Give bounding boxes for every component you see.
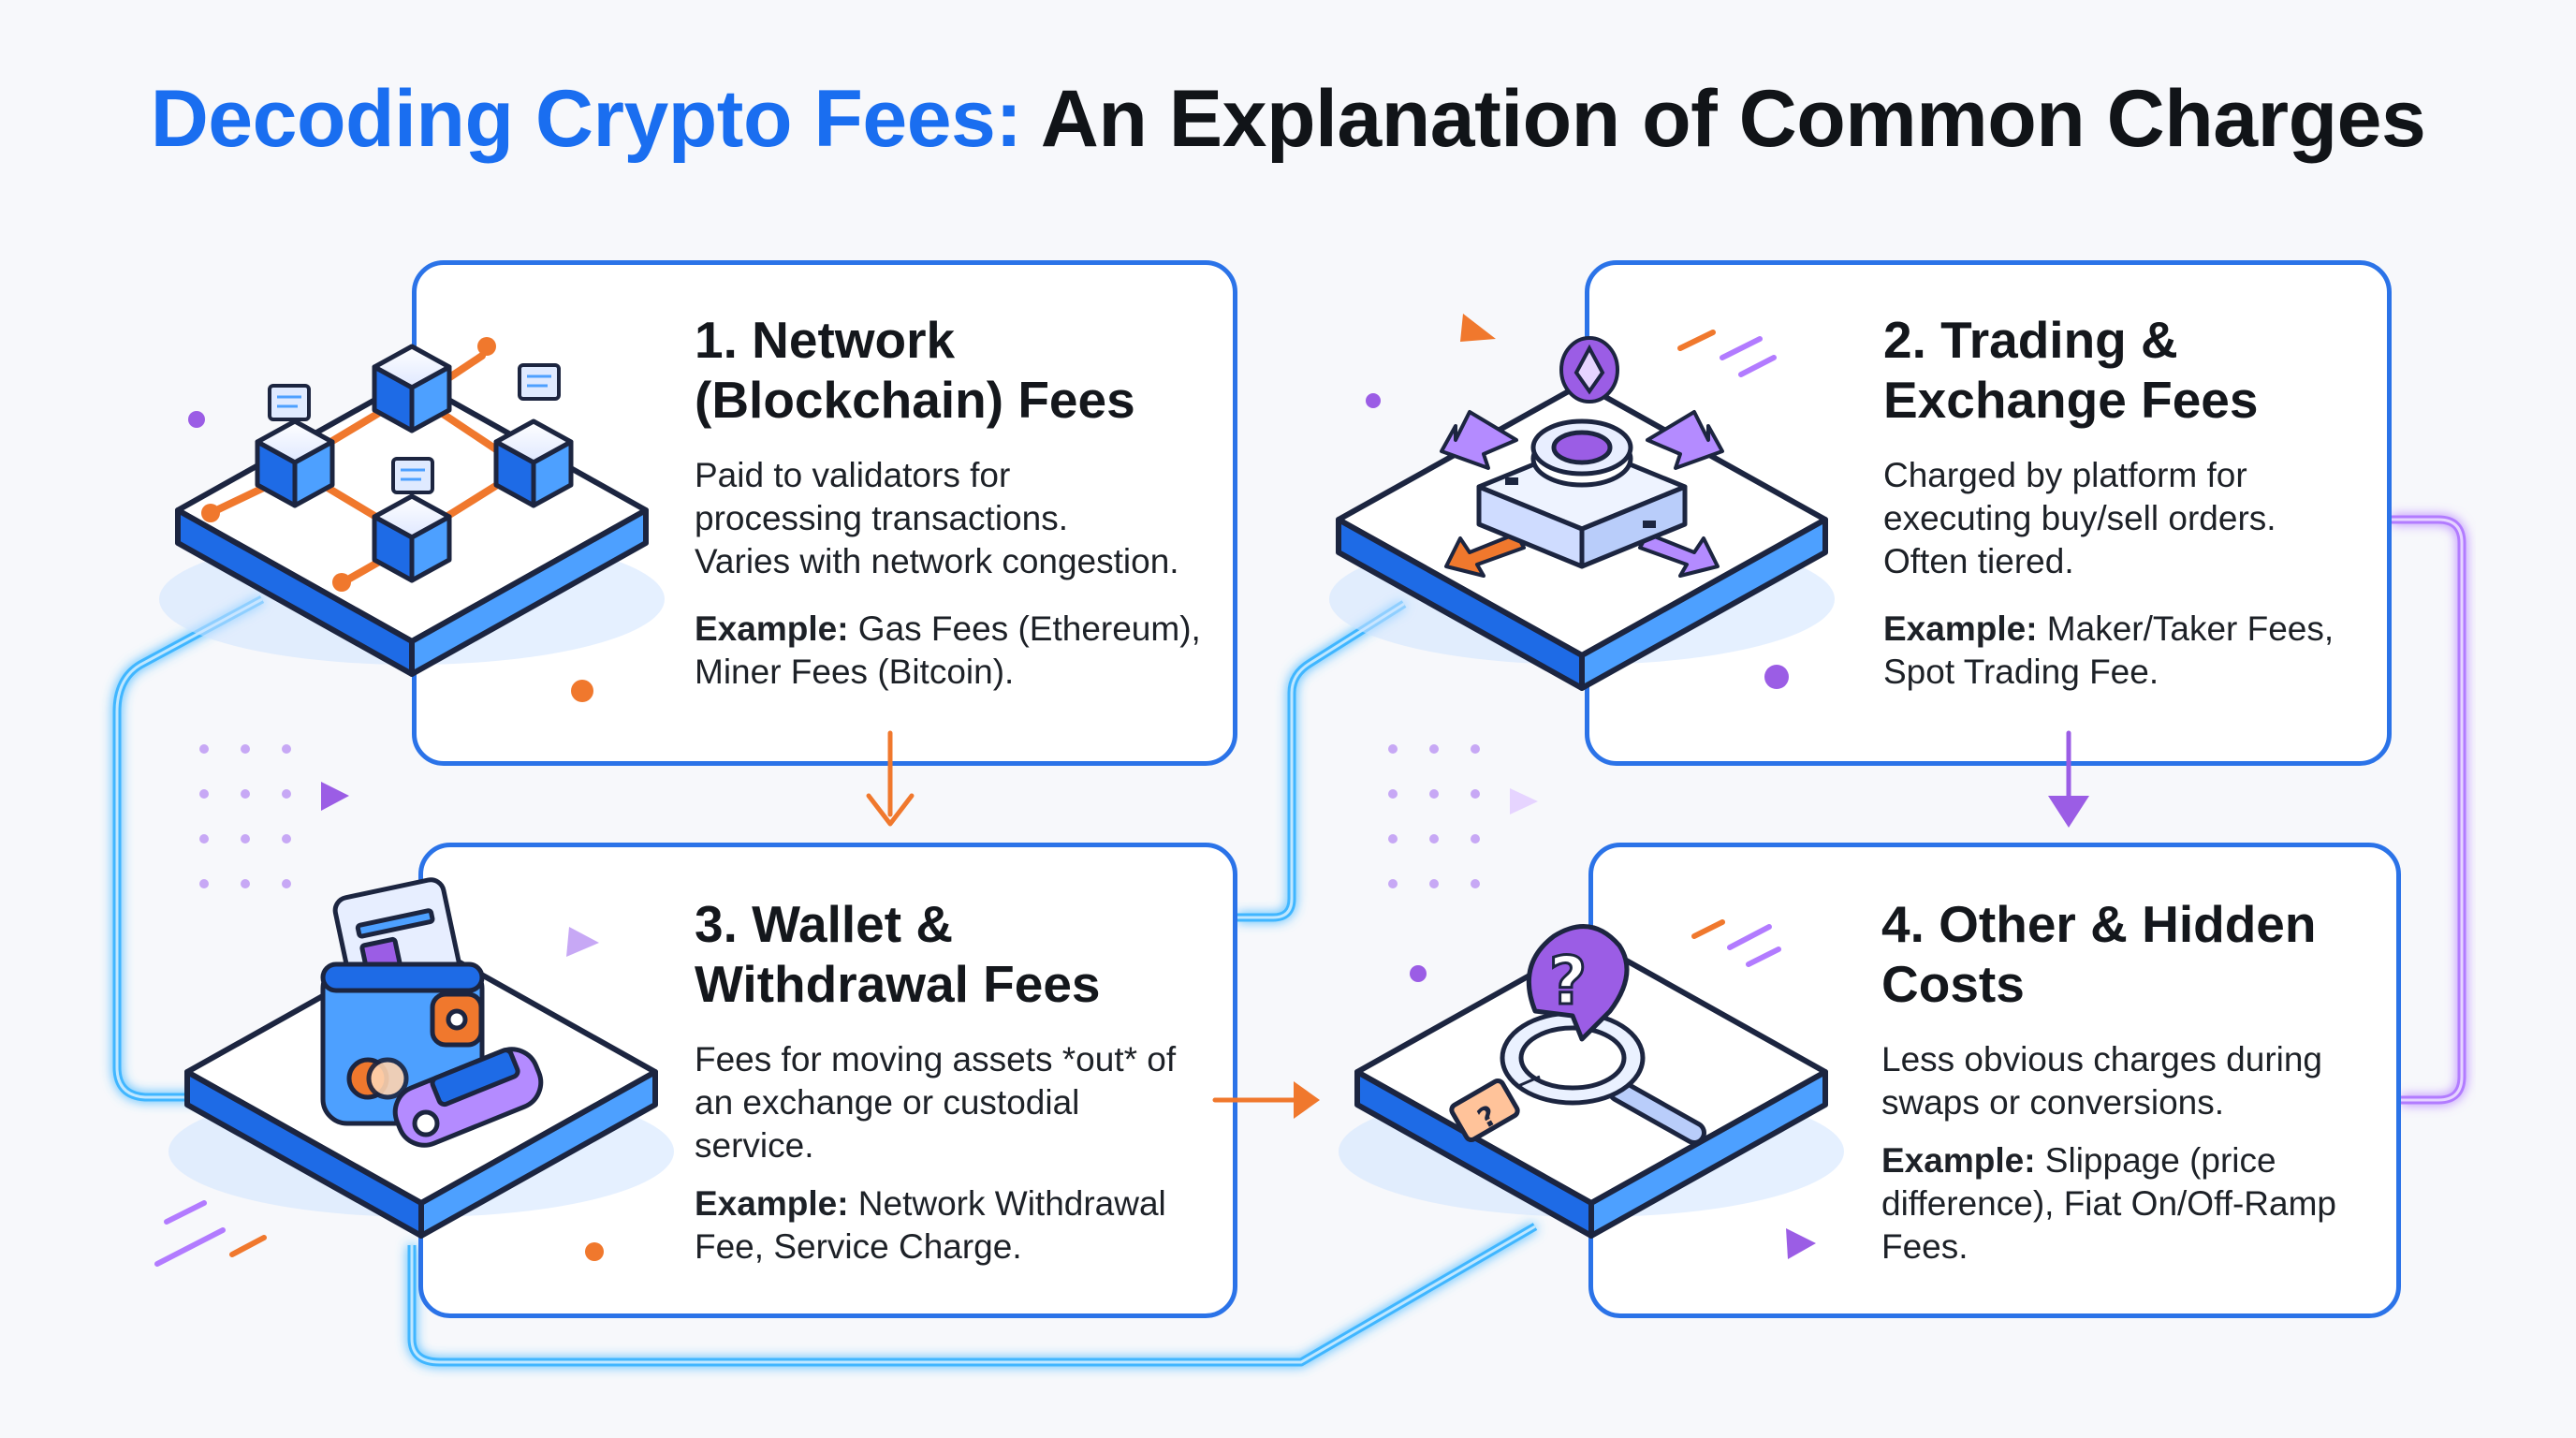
card-title: 3. Wallet &Withdrawal Fees [695,895,1101,1013]
exchange-hub-icon [1329,336,1835,691]
decorative-shapes [154,314,1816,1267]
title-rest: An Explanation of Common Charges [1021,74,2426,164]
decorative-dots-left [199,744,291,888]
page-title: Decoding Crypto Fees: An Explanation of … [0,73,2576,166]
card-title: 1. Network(Blockchain) Fees [695,311,1135,429]
magnifier-question-icon: ? ? [1339,924,1844,1239]
title-accent: Decoding Crypto Fees: [150,74,1022,164]
decorative-dots-middle [1388,744,1480,888]
arrow-1-to-3 [866,730,915,827]
arrow-3-to-4 [1212,1081,1320,1119]
card-example: Example: Maker/Taker Fees,Spot Trading F… [1883,609,2334,691]
arrow-2-to-4 [2048,730,2089,828]
card-example: Example: Gas Fees (Ethereum),Miner Fees … [695,609,1201,691]
blockchain-network-icon [159,337,665,677]
card-title: 2. Trading &Exchange Fees [1883,311,2259,429]
svg-text:?: ? [1549,943,1588,1020]
wallet-hardware-icon [168,877,674,1239]
